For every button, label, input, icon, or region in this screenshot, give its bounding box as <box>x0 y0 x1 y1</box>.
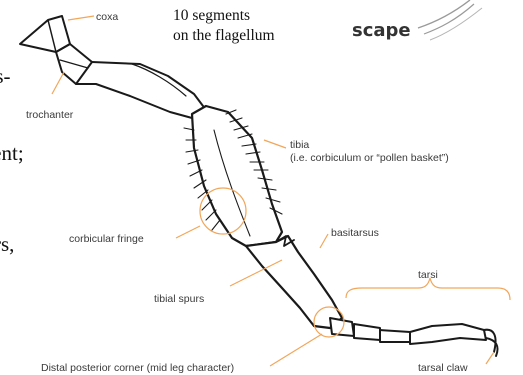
basitarsus-segment <box>246 236 342 328</box>
label-tarsi: tarsi <box>418 269 438 281</box>
femur-segment <box>76 62 206 118</box>
overlay-segments-line1: 10 segments <box>173 7 250 24</box>
label-corbicular-fringe: corbicular fringe <box>69 233 144 245</box>
overlay-scape-label: scape <box>352 20 411 41</box>
label-coxa: coxa <box>96 11 118 23</box>
clipped-text-sent: sent; <box>0 141 24 165</box>
label-trochanter: trochanter <box>26 109 74 121</box>
leader-lines <box>52 16 510 366</box>
label-tibia-note: (i.e. corbiculum or “pollen basket”) <box>290 152 449 164</box>
overlay-segments-line2: on the flagellum <box>173 27 275 44</box>
label-tarsal-claw: tarsal claw <box>418 362 468 374</box>
label-tibia: tibia <box>290 139 309 151</box>
label-basitarsus: basitarsus <box>331 227 379 239</box>
coxa-segment <box>20 16 70 52</box>
clipped-text-rs: rs, <box>0 232 14 256</box>
label-distal-posterior-corner: Distal posterior corner (mid leg charact… <box>41 362 234 374</box>
leg-illustration <box>20 16 498 356</box>
label-tibial-spurs: tibial spurs <box>154 293 204 305</box>
clipped-text-es: es- <box>0 64 11 88</box>
